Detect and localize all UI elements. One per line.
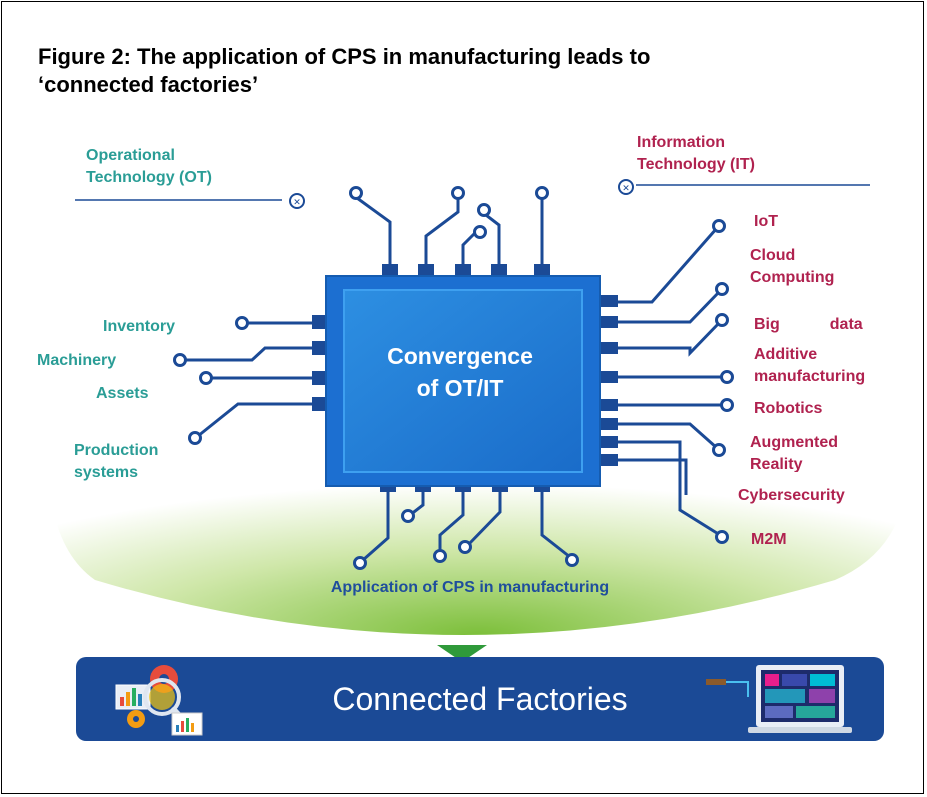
chip-label: Convergence of OT/IT [340,340,580,404]
it-item-augmented-line-2: Reality [750,456,803,472]
it-item-cloud-line-2: Computing [750,269,835,286]
figure-title: Figure 2: The application of CPS in manu… [38,43,858,99]
ot-heading-line-1: Operational [86,147,175,164]
svg-text:✕: ✕ [622,184,630,194]
it-heading-line-1: Information [637,134,725,151]
it-item-augmented-line-1: Augmented [750,434,838,451]
connected-factories-banner: Connected Factories [76,657,884,741]
down-arrow [437,645,487,662]
it-item-big-word: Big [754,316,780,333]
it-heading: Information Technology (IT) [637,132,755,176]
figure-title-line-2: ‘connected factories’ [38,72,259,97]
laptop-dashboard-icon [706,665,852,733]
it-item-additive-manufacturing: Additive manufacturing [754,344,865,388]
analytics-gears-icon [115,665,203,736]
it-item-cybersecurity: Cybersecurity [738,487,845,504]
banner-icons [115,665,852,736]
ot-item-production-line-2: systems [74,464,139,481]
it-item-m2m: M2M [751,531,787,548]
it-header-node [618,179,634,195]
it-item-cloud-line-1: Cloud [750,247,796,264]
it-item-additive-line-2: manufacturing [754,368,866,385]
banner-title: Connected Factories [332,681,628,717]
ot-item-production-systems: Production systems [74,440,158,484]
it-item-cloud-computing: Cloud Computing [750,245,834,287]
it-item-big-data: Big data [754,314,863,336]
ot-header-node [289,193,305,209]
it-item-iot: IoT [754,213,778,230]
ot-heading: Operational Technology (OT) [86,145,212,189]
it-item-data-word: data [829,316,863,333]
ot-item-inventory: Inventory [103,318,176,335]
ot-item-production-line-1: Production [74,442,159,459]
it-item-robotics: Robotics [754,400,823,417]
ot-item-assets: Assets [96,385,149,402]
ot-heading-line-2: Technology (OT) [86,169,212,186]
chip-label-line-1: Convergence [387,343,533,369]
svg-text:✕: ✕ [293,198,301,208]
ot-item-machinery: Machinery [37,352,117,369]
chip-label-line-2: of OT/IT [416,375,504,401]
chip-core [343,289,583,473]
green-dome [48,425,908,635]
figure-title-line-1: Figure 2: The application of CPS in manu… [38,44,651,69]
it-item-additive-line-1: Additive [754,346,818,363]
it-item-augmented-reality: Augmented Reality [750,432,838,472]
application-label: Application of CPS in manufacturing [330,579,610,596]
it-heading-line-2: Technology (IT) [637,156,755,173]
